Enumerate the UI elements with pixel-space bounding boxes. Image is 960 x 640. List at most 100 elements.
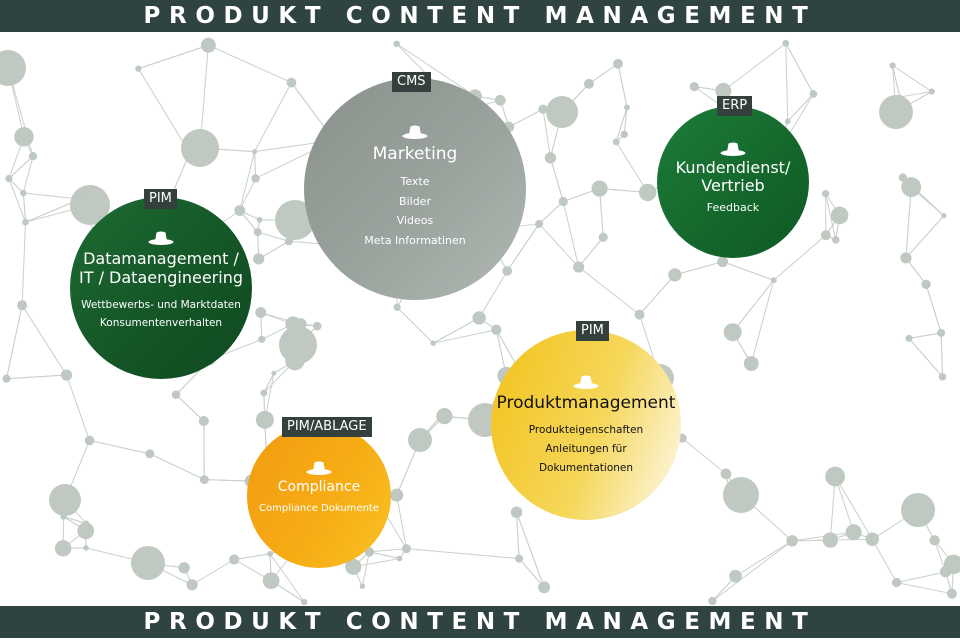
list-item: Meta Informatinen — [364, 233, 466, 247]
network-edge — [562, 201, 580, 268]
network-edge — [785, 43, 814, 95]
network-edge — [204, 479, 252, 482]
network-edge — [6, 374, 67, 380]
network-node — [198, 415, 209, 427]
network-node — [620, 130, 628, 139]
network-node — [76, 195, 85, 204]
bubble-title: Marketing — [372, 144, 458, 164]
tag-pim: PIM — [576, 321, 609, 341]
network-node — [267, 550, 273, 557]
bubble-title: Produktmanagement — [496, 393, 676, 413]
hat-icon — [306, 461, 332, 475]
network-node — [822, 532, 839, 548]
network-node — [251, 174, 260, 183]
network-edge — [8, 155, 34, 179]
tag-pim-ablage: PIM/ABLAGE — [282, 417, 372, 437]
network-edge — [825, 193, 837, 240]
network-edge — [617, 63, 628, 108]
tag-pim: PIM — [144, 189, 177, 209]
network-node — [285, 350, 305, 371]
network-node — [49, 484, 81, 516]
network-node — [889, 62, 896, 69]
network-node — [77, 522, 95, 540]
network-node — [200, 37, 216, 53]
bubble-title-line: Datamanagement / — [83, 249, 239, 268]
network-node — [186, 579, 198, 591]
network-node — [234, 205, 246, 216]
network-edge — [735, 540, 793, 577]
network-node — [70, 185, 110, 225]
network-node — [60, 369, 73, 381]
network-node — [538, 581, 551, 594]
hat-icon — [402, 125, 428, 139]
network-node — [83, 545, 89, 551]
network-node — [591, 180, 608, 197]
network-node — [515, 554, 524, 563]
header-title: PRODUKT CONTENT MANAGEMENT — [143, 3, 817, 29]
list-item: Texte — [400, 175, 430, 188]
network-edge — [892, 65, 933, 92]
network-node — [544, 152, 557, 164]
network-node — [946, 588, 957, 599]
network-node — [879, 95, 913, 129]
network-edge — [175, 394, 205, 422]
network-edge — [834, 476, 873, 540]
network-node — [865, 532, 880, 546]
network-edge — [23, 192, 81, 200]
network-node — [535, 219, 544, 228]
tag-cms: CMS — [392, 72, 431, 92]
network-node — [271, 370, 277, 376]
network-node — [820, 230, 831, 241]
network-edge — [22, 156, 34, 194]
network-node — [905, 334, 913, 342]
network-edge — [723, 42, 787, 92]
network-edge — [773, 234, 827, 281]
network-node — [538, 104, 548, 114]
network-node — [546, 96, 578, 128]
network-node — [0, 50, 26, 86]
network-node — [17, 300, 28, 311]
network-edge — [263, 373, 275, 394]
network-edge — [254, 82, 292, 152]
bubble-item-list: Feedback — [707, 200, 759, 216]
network-node — [784, 118, 791, 125]
hat-icon — [148, 231, 174, 245]
network-edge — [369, 551, 400, 560]
network-edge — [138, 44, 209, 70]
network-edge — [750, 280, 775, 364]
network-node — [729, 500, 735, 506]
network-node — [436, 407, 453, 425]
network-node — [941, 213, 947, 219]
network-edge — [623, 107, 628, 135]
bubble-title-line: IT / Dataengineering — [79, 268, 243, 287]
network-node — [743, 356, 759, 372]
network-node — [901, 177, 922, 198]
network-node — [359, 583, 366, 589]
network-edge — [254, 151, 257, 179]
network-node — [262, 572, 280, 590]
network-node — [171, 390, 181, 400]
network-node — [184, 147, 195, 159]
network-edge — [191, 559, 235, 586]
network-node — [832, 236, 840, 244]
network-node — [5, 175, 13, 183]
network-edge — [516, 512, 520, 559]
network-edge — [369, 548, 407, 553]
list-item: Produkteigenschaften — [528, 424, 644, 436]
network-node — [472, 311, 486, 325]
network-node — [20, 189, 27, 197]
network-edge — [396, 495, 407, 549]
network-node — [84, 435, 95, 446]
network-node — [928, 88, 935, 95]
network-node — [284, 237, 294, 246]
network-node — [723, 477, 759, 513]
footer-banner: PRODUKT CONTENT MANAGEMENT — [0, 606, 960, 638]
network-edge — [896, 571, 946, 584]
network-node — [634, 309, 645, 320]
network-node — [253, 228, 262, 237]
network-node — [715, 82, 732, 99]
list-item: Wettbewerbs- und Marktdaten — [81, 299, 241, 311]
bubble-item-list: Compliance Dokumente — [259, 501, 379, 516]
network-edge — [925, 284, 942, 334]
network-edge — [896, 582, 953, 595]
